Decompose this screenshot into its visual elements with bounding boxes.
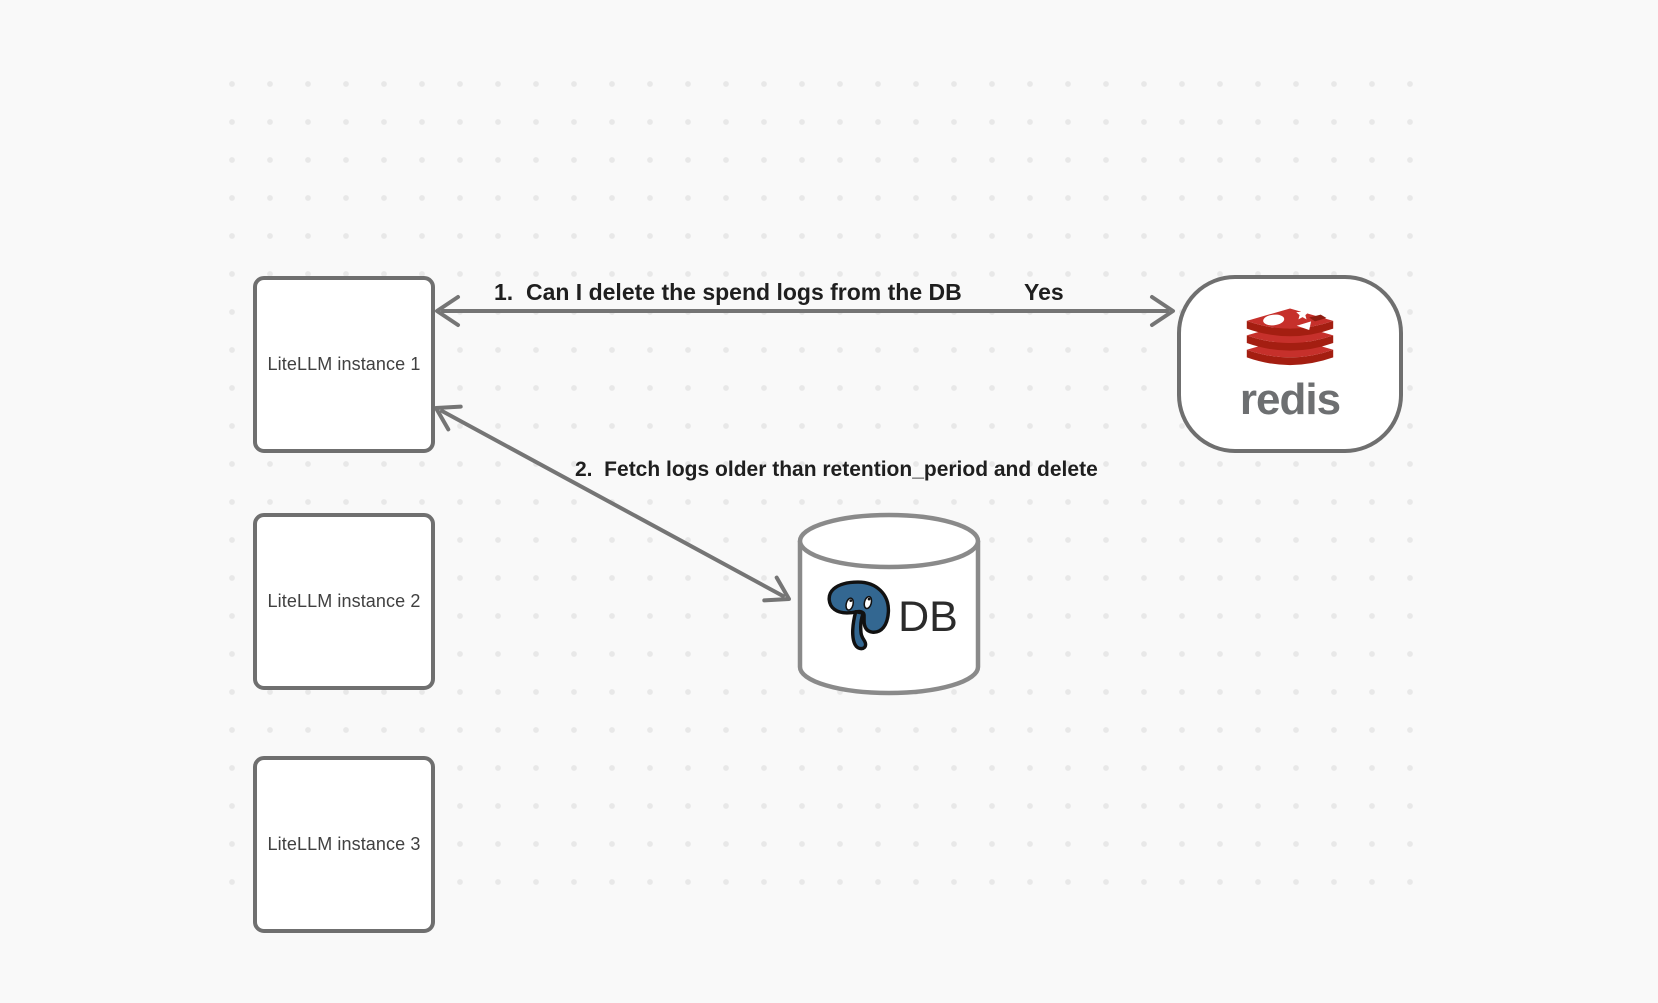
node-label: LiteLLM instance 3	[267, 834, 421, 854]
edge1-response-label: Yes	[1024, 279, 1064, 305]
postgresql-icon	[827, 580, 891, 651]
redis-wordmark: redis	[1239, 375, 1341, 424]
node-label: LiteLLM instance 2	[267, 591, 421, 611]
node-litellm-instance-1[interactable]: LiteLLM instance 1	[253, 276, 435, 453]
redis-logo-icon	[1246, 307, 1334, 366]
node-litellm-instance-3[interactable]: LiteLLM instance 3	[253, 756, 435, 933]
node-db[interactable]: DB	[797, 511, 981, 699]
edge1-label: 1. Can I delete the spend logs from the …	[494, 279, 962, 305]
node-label: LiteLLM instance 1	[267, 354, 421, 374]
edge2-label: 2. Fetch logs older than retention_perio…	[575, 458, 1098, 481]
db-label: DB	[898, 592, 958, 641]
node-litellm-instance-2[interactable]: LiteLLM instance 2	[253, 513, 435, 690]
node-redis[interactable]: redis	[1177, 275, 1403, 453]
